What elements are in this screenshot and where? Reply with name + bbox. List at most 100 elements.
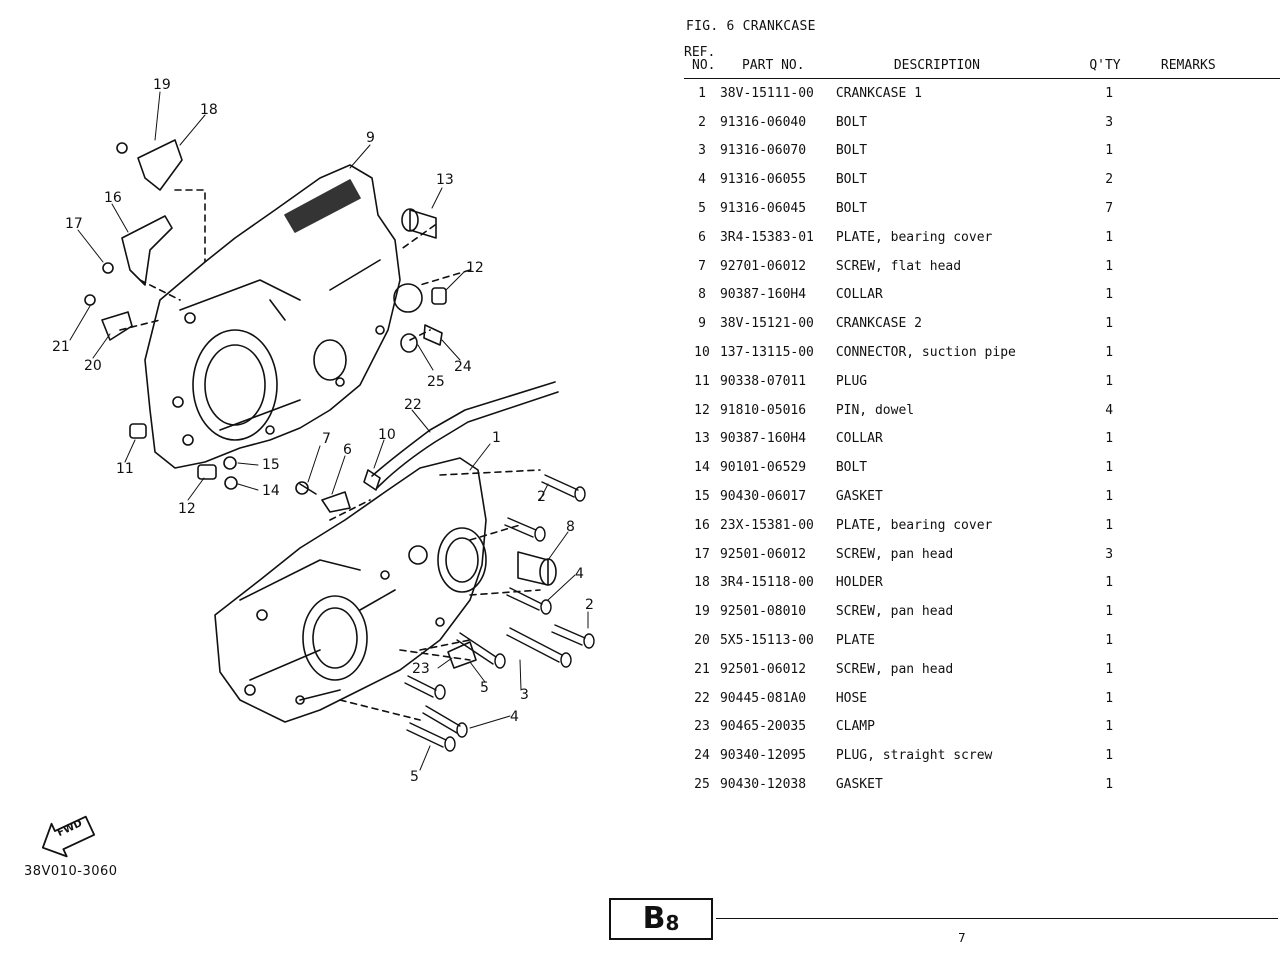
callout-2a: 2 [537,489,546,505]
callout-6: 6 [343,442,352,458]
cell-description: CRANKCASE 2 [835,316,922,332]
callout-4b: 4 [510,709,519,725]
callout-25: 25 [427,374,445,390]
exploded-diagram: 19 18 9 13 16 17 12 21 20 24 25 22 7 6 1… [24,78,595,879]
cell-qty: 1 [1105,373,1114,389]
cell-description: COLLAR [835,287,883,303]
cell-ref-no: 8 [698,287,706,303]
parts-table: REF. NO. PART NO. DESCRIPTION Q'TY REMAR… [684,46,1280,799]
cell-remarks [1135,194,1280,223]
cell-part-no: 3R4-15383-01 [719,229,814,245]
bolts [404,474,595,752]
cell-remarks [1135,79,1280,108]
cell-part-no: 91316-06070 [719,143,807,159]
cell-remarks [1135,482,1280,511]
cell-description: SCREW, flat head [835,258,962,274]
section-number: 8 [665,911,680,935]
cell-remarks [1135,309,1280,338]
cell-part-no: 92501-08010 [719,604,807,620]
cell-remarks [1135,367,1280,396]
cell-remarks [1135,655,1280,684]
cell-ref-no: 3 [698,143,706,159]
plate-16 [121,215,173,286]
cell-qty: 1 [1105,633,1114,649]
cell-part-no: 90430-06017 [719,489,807,505]
cell-ref-no: 11 [694,373,710,389]
cell-qty: 1 [1105,575,1114,591]
header-description: DESCRIPTION [835,46,1084,79]
cell-ref-no: 5 [698,201,706,217]
cell-ref-no: 1 [698,85,706,101]
cell-description: SCREW, pan head [835,604,954,620]
cell-ref-no: 16 [694,517,710,533]
cell-remarks [1135,684,1280,713]
cell-part-no: 92501-06012 [719,546,807,562]
crankcase-1-outline [214,457,487,723]
callout-5b: 5 [410,769,419,785]
collar-8 [517,551,549,586]
cell-part-no: 90387-160H4 [719,287,807,303]
callout-11: 11 [116,461,134,477]
cell-part-no: 90101-06529 [719,460,807,476]
cell-part-no: 90387-160H4 [719,431,807,447]
cell-ref-no: 21 [694,661,710,677]
cell-description: PLUG, straight screw [835,748,993,764]
cell-remarks [1135,770,1280,799]
cell-remarks [1135,223,1280,252]
cell-ref-no: 17 [694,546,710,562]
plate-20 [101,311,133,341]
cell-remarks [1135,540,1280,569]
cell-ref-no: 4 [698,172,706,188]
cell-description: PIN, dowel [835,402,915,418]
cell-remarks [1135,741,1280,770]
cell-description: CRANKCASE 1 [835,85,922,101]
cell-remarks [1135,597,1280,626]
header-ref-no: REF. NO. [684,46,720,79]
cell-part-no: 91316-06055 [719,172,807,188]
cell-remarks [1135,137,1280,166]
cell-ref-no: 15 [694,489,710,505]
callout-9: 9 [366,130,375,146]
footer-rule [716,918,1278,919]
callout-12b: 12 [178,501,196,517]
cell-description: BOLT [835,201,868,217]
cell-description: HOLDER [835,575,883,591]
cell-part-no: 38V-15121-00 [719,316,814,332]
cell-description: CLAMP [835,719,875,735]
cell-remarks [1135,453,1280,482]
cell-remarks [1135,108,1280,137]
cell-description: PLATE [835,633,875,649]
cell-qty: 4 [1105,402,1114,418]
cell-ref-no: 10 [694,345,710,361]
cell-ref-no: 22 [694,690,710,706]
collar-13 [409,209,437,239]
cell-ref-no: 7 [698,258,706,274]
cell-qty: 1 [1105,229,1114,245]
cell-ref-no: 24 [694,748,710,764]
cell-ref-no: 23 [694,719,710,735]
cell-description: SCREW, pan head [835,546,954,562]
header-ref-line1: REF. [684,45,716,60]
cell-qty: 1 [1105,661,1114,677]
cell-remarks [1135,252,1280,281]
figure-label: FIG. [686,19,719,34]
cell-qty: 1 [1105,316,1114,332]
callout-7: 7 [322,431,331,447]
cell-qty: 1 [1105,345,1114,361]
cell-ref-no: 25 [694,777,710,793]
